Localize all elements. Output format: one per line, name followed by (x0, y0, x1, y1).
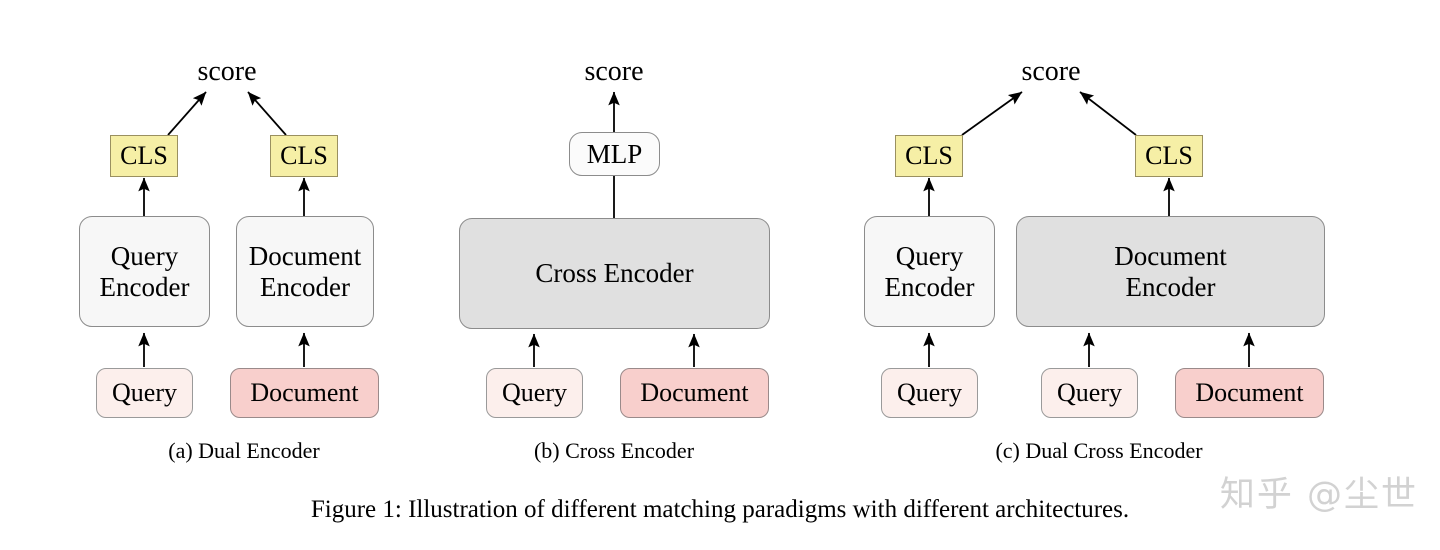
panel-caption-a: (a) Dual Encoder (168, 438, 320, 463)
document-encoder-c[interactable]: Document Encoder (1016, 216, 1325, 327)
query-input-b[interactable]: Query (486, 368, 583, 418)
score-label-b: score (584, 56, 644, 87)
arrow-c-cls-left-to-score (961, 91, 1023, 136)
mlp-box-b[interactable]: MLP (569, 132, 660, 176)
cross-encoder-b[interactable]: Cross Encoder (459, 218, 770, 329)
document-input-b[interactable]: Document (620, 368, 769, 418)
score-label-c: score (1021, 56, 1081, 87)
arrow-c-cls-right-to-score (1079, 91, 1137, 136)
panel-caption-c: (c) Dual Cross Encoder (995, 438, 1203, 463)
query-input-c-left[interactable]: Query (881, 368, 978, 418)
document-input-c[interactable]: Document (1175, 368, 1324, 418)
score-label-a: score (197, 56, 257, 87)
document-encoder-a[interactable]: Document Encoder (236, 216, 374, 327)
cls-box-document-a[interactable]: CLS (270, 135, 338, 177)
watermark: 知乎 @尘世 (1219, 475, 1418, 515)
figure-caption: Figure 1: Illustration of different matc… (310, 496, 1130, 523)
query-encoder-c[interactable]: Query Encoder (864, 216, 995, 327)
cls-box-query-a[interactable]: CLS (110, 135, 178, 177)
query-input-c-mid[interactable]: Query (1041, 368, 1138, 418)
panel-caption-b: (b) Cross Encoder (533, 438, 695, 463)
cls-box-document-c[interactable]: CLS (1135, 135, 1203, 177)
query-input-a[interactable]: Query (96, 368, 193, 418)
arrow-a-cls-left-to-score (167, 91, 207, 136)
arrow-a-cls-right-to-score (247, 91, 287, 136)
query-encoder-a[interactable]: Query Encoder (79, 216, 210, 327)
cls-box-query-c[interactable]: CLS (895, 135, 963, 177)
document-input-a[interactable]: Document (230, 368, 379, 418)
